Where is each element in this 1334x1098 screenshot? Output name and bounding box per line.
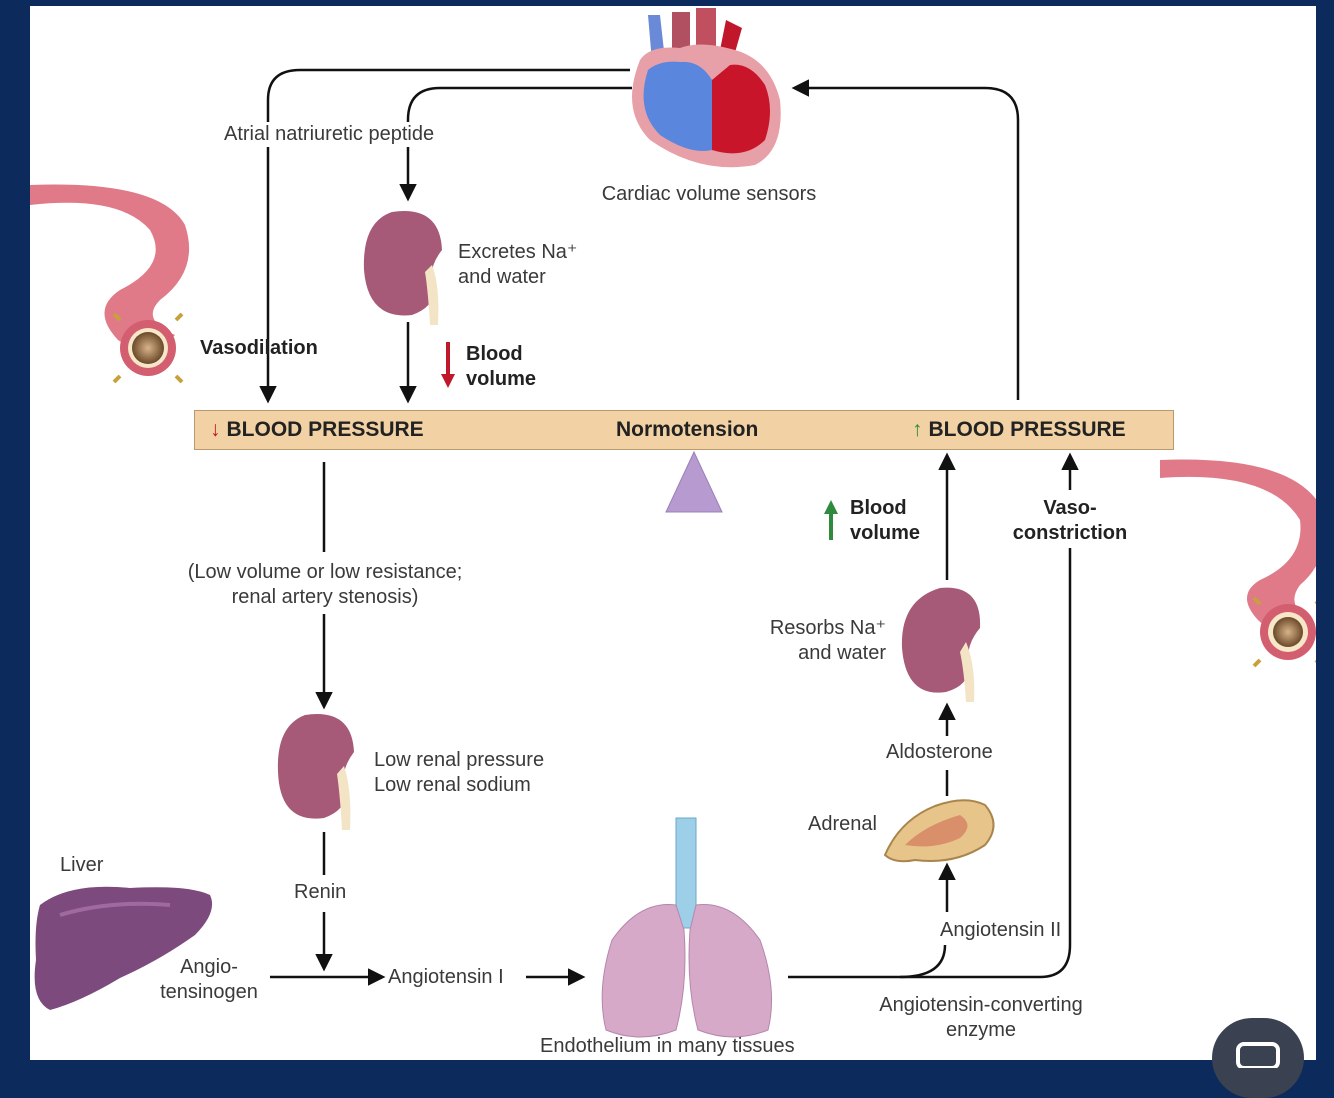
decrease-arrow-icon: ↓ [210, 418, 221, 441]
angiotensin-ii-label: Angiotensin II [940, 918, 1062, 943]
bar-left-text: BLOOD PRESSURE [226, 418, 424, 441]
aldosterone-label: Aldosterone [886, 740, 993, 765]
share-icon [1236, 1042, 1280, 1068]
lungs-icon [601, 817, 773, 1038]
kidney-icon [901, 587, 981, 702]
blood-volume-up-line2: volume [850, 522, 921, 544]
blood-volume-down-line1: Blood [466, 343, 523, 365]
angiotensinogen-label-line2: tensinogen [160, 981, 258, 1003]
increase-arrow-icon [824, 500, 838, 540]
raas-diagram [30, 8, 1316, 1038]
liver-label: Liver [60, 854, 104, 876]
bar-center-label: Normotension [616, 418, 759, 441]
decrease-arrow-icon [441, 342, 455, 388]
blood-volume-up-line1: Blood [850, 497, 907, 519]
low-volume-label-line2: renal artery stenosis) [160, 585, 490, 610]
cardiac-volume-sensors-label: Cardiac volume sensors [601, 183, 817, 205]
adrenal-label: Adrenal [808, 813, 877, 835]
bar-left-label: ↓BLOOD PRESSURE [210, 418, 424, 442]
heart-icon [632, 8, 781, 168]
adrenal-icon [883, 799, 995, 863]
excretes-label-line1: Excretes Na⁺ [458, 241, 578, 263]
low-volume-label-line1: (Low volume or low resistance; [160, 560, 490, 585]
bar-right-text: BLOOD PRESSURE [928, 418, 1126, 441]
bar-right-label: ↑BLOOD PRESSURE [912, 418, 1126, 442]
angiotensin-i-label: Angiotensin I [388, 966, 504, 988]
artery-icon [30, 184, 190, 384]
share-button[interactable] [1212, 1018, 1304, 1098]
anp-label: Atrial natriuretic peptide [222, 122, 437, 147]
balance-bar [194, 410, 1174, 450]
vasoconstriction-label-line1: Vaso- [1000, 496, 1140, 521]
vasodilation-label: Vasodilation [200, 337, 318, 359]
liver-icon [34, 886, 213, 1010]
angiotensinogen-label-line1: Angio- [180, 956, 238, 978]
kidney-icon [363, 211, 442, 325]
ace-label-line1: Angiotensin-converting [879, 994, 1083, 1016]
artery-icon [1160, 459, 1316, 668]
blood-volume-down-line2: volume [466, 368, 537, 390]
low-renal-pressure-label: Low renal pressure [374, 749, 545, 771]
kidney-icon [277, 714, 354, 830]
fulcrum-triangle [665, 450, 723, 513]
vasoconstriction-label-line2: constriction [1000, 521, 1140, 546]
low-renal-sodium-label: Low renal sodium [374, 774, 531, 796]
renin-label: Renin [294, 880, 347, 905]
ace-label-line2: enzyme [945, 1019, 1017, 1041]
resorbs-label-line1: Resorbs Na⁺ [769, 617, 886, 639]
endothelium-label: Endothelium in many tissues [540, 1035, 795, 1057]
excretes-label-line2: and water [458, 266, 546, 288]
resorbs-label-line2: and water [798, 642, 886, 664]
increase-arrow-icon: ↑ [912, 418, 923, 441]
